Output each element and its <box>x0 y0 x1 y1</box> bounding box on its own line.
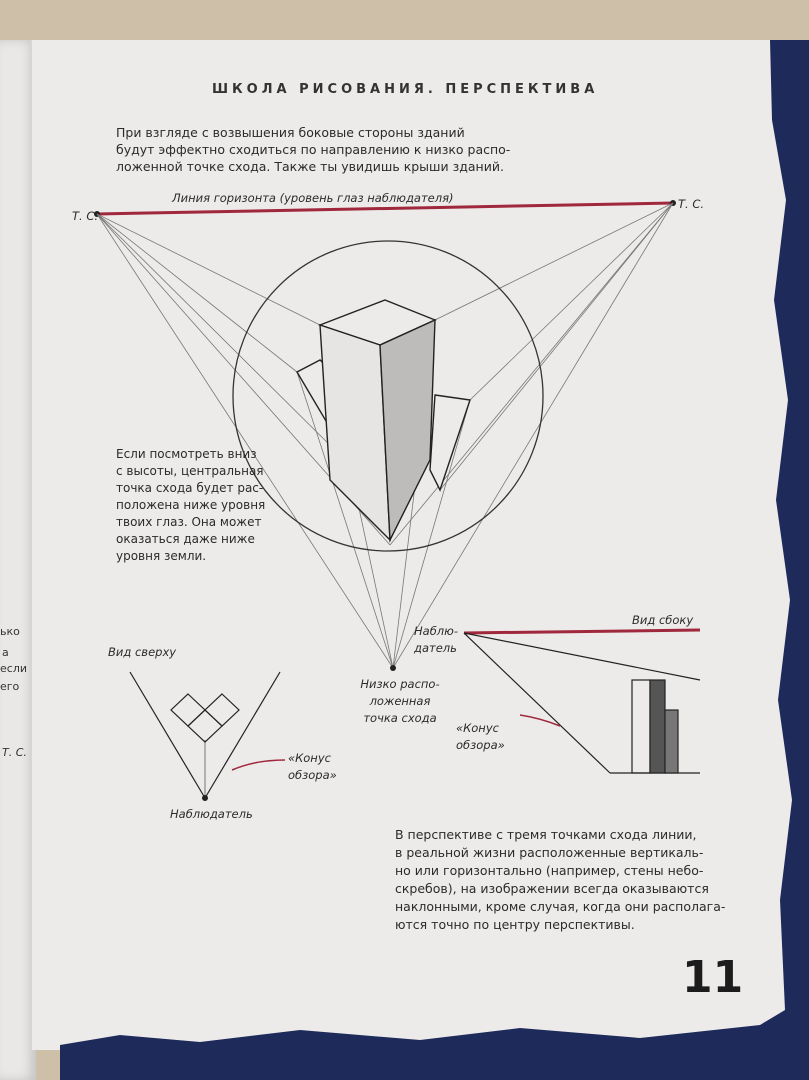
label-line: «Конус <box>288 751 331 765</box>
top-view-label: Вид сверху <box>108 645 177 659</box>
text-line: наклонными, кроме случая, когда они расп… <box>395 899 726 914</box>
label-line: Наблю- <box>414 624 458 638</box>
label-line: точка схода <box>363 711 437 725</box>
label-line: датель <box>414 641 457 655</box>
cone-right-label: «Конус обзора» <box>456 720 505 754</box>
note-line: с высоты, центральная <box>116 464 264 478</box>
text-line: но или горизонтально (например, стены не… <box>395 863 704 878</box>
horizon-label: Линия горизонта (уровень глаз наблюдател… <box>172 191 454 205</box>
note-line: оказаться даже ниже <box>116 532 255 546</box>
note-line: твоих глаз. Она может <box>116 515 262 529</box>
bottom-text: В перспективе с тремя точками схода лини… <box>395 826 725 934</box>
horizon-line <box>96 201 674 216</box>
observer-side-label: Наблю- датель <box>414 623 458 657</box>
observer-label: Наблюдатель <box>170 807 253 821</box>
page-number: 11 <box>682 952 744 1003</box>
left-fragment: если <box>0 662 27 675</box>
note-line: уровня земли. <box>116 549 207 563</box>
left-fragment: а <box>2 646 9 659</box>
text-line: скребов), на изображении всегда оказываю… <box>395 881 709 896</box>
intro-line: будут эффектно сходиться по направлению … <box>116 142 511 157</box>
intro-line: При взгляде с возвышения боковые стороны… <box>116 125 465 140</box>
intro-text: При взгляде с возвышения боковые стороны… <box>116 124 510 175</box>
text-line: в реальной жизни расположенные вертикаль… <box>395 845 704 860</box>
left-fragment: его <box>0 680 20 693</box>
label-line: ложенная <box>369 694 431 708</box>
vp-left-label: Т. С. <box>72 209 99 223</box>
left-fragment: Т. С. <box>2 746 27 759</box>
label-line: «Конус <box>456 721 499 735</box>
label-line: Низко распо- <box>360 677 440 691</box>
page-header: ШКОЛА РИСОВАНИЯ. ПЕРСПЕКТИВА <box>212 82 599 97</box>
cone-left-label: «Конус обзора» <box>288 750 337 784</box>
text-line: ются точно по центру перспективы. <box>395 917 635 932</box>
view-circle <box>232 240 544 552</box>
label-line: обзора» <box>456 738 505 752</box>
text-line: В перспективе с тремя точками схода лини… <box>395 827 697 842</box>
side-note: Если посмотреть вниз с высоты, центральн… <box>116 446 265 565</box>
vp-right-label: Т. С. <box>678 197 705 211</box>
note-line: точка схода будет рас- <box>116 481 264 495</box>
label-line: обзора» <box>288 768 337 782</box>
note-line: Если посмотреть вниз <box>116 447 257 461</box>
intro-line: ложенной точке схода. Также ты увидишь к… <box>116 159 504 174</box>
note-line: положена ниже уровня <box>116 498 266 512</box>
side-view-label: Вид сбоку <box>632 613 694 627</box>
low-vp-label: Низко распо- ложенная точка схода <box>360 676 440 727</box>
left-fragment: ько <box>0 625 20 638</box>
